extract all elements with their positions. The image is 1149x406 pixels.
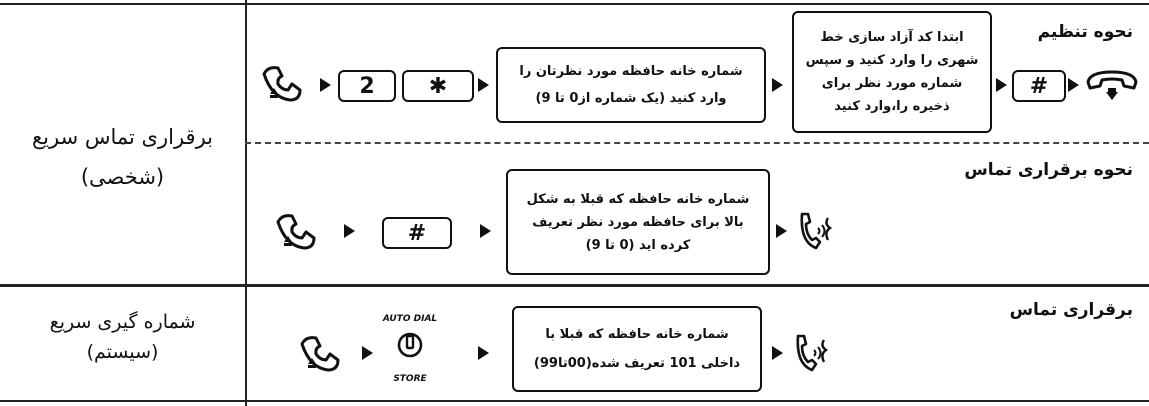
row2-label: شماره گیری سریع (سیستم) — [0, 307, 245, 367]
row1-label: برقراری تماس سریع (شخصی) — [0, 120, 245, 194]
key-2: 2 — [338, 70, 396, 102]
setup-memory-box: شماره خانه حافظه مورد نظرتان را وارد کنی… — [496, 47, 766, 123]
auto-dial-label: AUTO DIAL — [382, 314, 438, 324]
arrow-11 — [772, 346, 783, 360]
bottom-border — [0, 400, 1149, 402]
row2-label-line1: شماره گیری سریع — [49, 311, 196, 333]
row-divider — [0, 284, 1149, 287]
auto-dial-button-icon — [397, 332, 423, 358]
ringing-handset-icon — [796, 334, 829, 372]
call-memory-box: شماره خانه حافظه که قبلا به شکل بالا برا… — [506, 169, 770, 275]
arrow-10 — [478, 346, 489, 360]
handset-offhook-icon — [276, 214, 316, 250]
row1-label-line2: (شخصی) — [80, 165, 165, 189]
arrow-8 — [776, 224, 787, 238]
handset-offhook-icon — [300, 336, 340, 372]
call-method-title: نحوه برقراری تماس — [964, 160, 1133, 180]
key-hash-setup: # — [1012, 70, 1066, 102]
arrow-5 — [1068, 78, 1079, 92]
arrow-3 — [772, 78, 783, 92]
system-memory-box: شماره خانه حافظه که قبلا با داخلی 101 تع… — [512, 306, 762, 392]
arrow-7 — [480, 224, 491, 238]
ringing-handset-icon — [800, 212, 833, 250]
row1-label-line1: برقراری تماس سریع — [31, 125, 214, 149]
row2-label-line2: (سیستم) — [86, 341, 159, 363]
column-divider — [245, 0, 247, 406]
dashed-divider — [245, 142, 1149, 144]
system-call-title: برقراری تماس — [1009, 300, 1133, 320]
setup-code-box: ابتدا کد آزاد سازی خط شهری را وارد کنید … — [792, 11, 992, 133]
key-star: ✱ — [402, 70, 474, 102]
setup-title: نحوه تنظیم — [1037, 22, 1133, 42]
arrow-4 — [996, 78, 1007, 92]
key-hash-call: # — [382, 217, 452, 249]
arrow-6 — [344, 224, 355, 238]
arrow-9 — [362, 346, 373, 360]
arrow-1 — [320, 78, 331, 92]
store-label: STORE — [393, 374, 427, 384]
handset-onhook-icon — [1086, 70, 1138, 100]
arrow-2 — [478, 78, 489, 92]
top-border — [0, 3, 1149, 5]
handset-offhook-icon — [262, 66, 302, 102]
